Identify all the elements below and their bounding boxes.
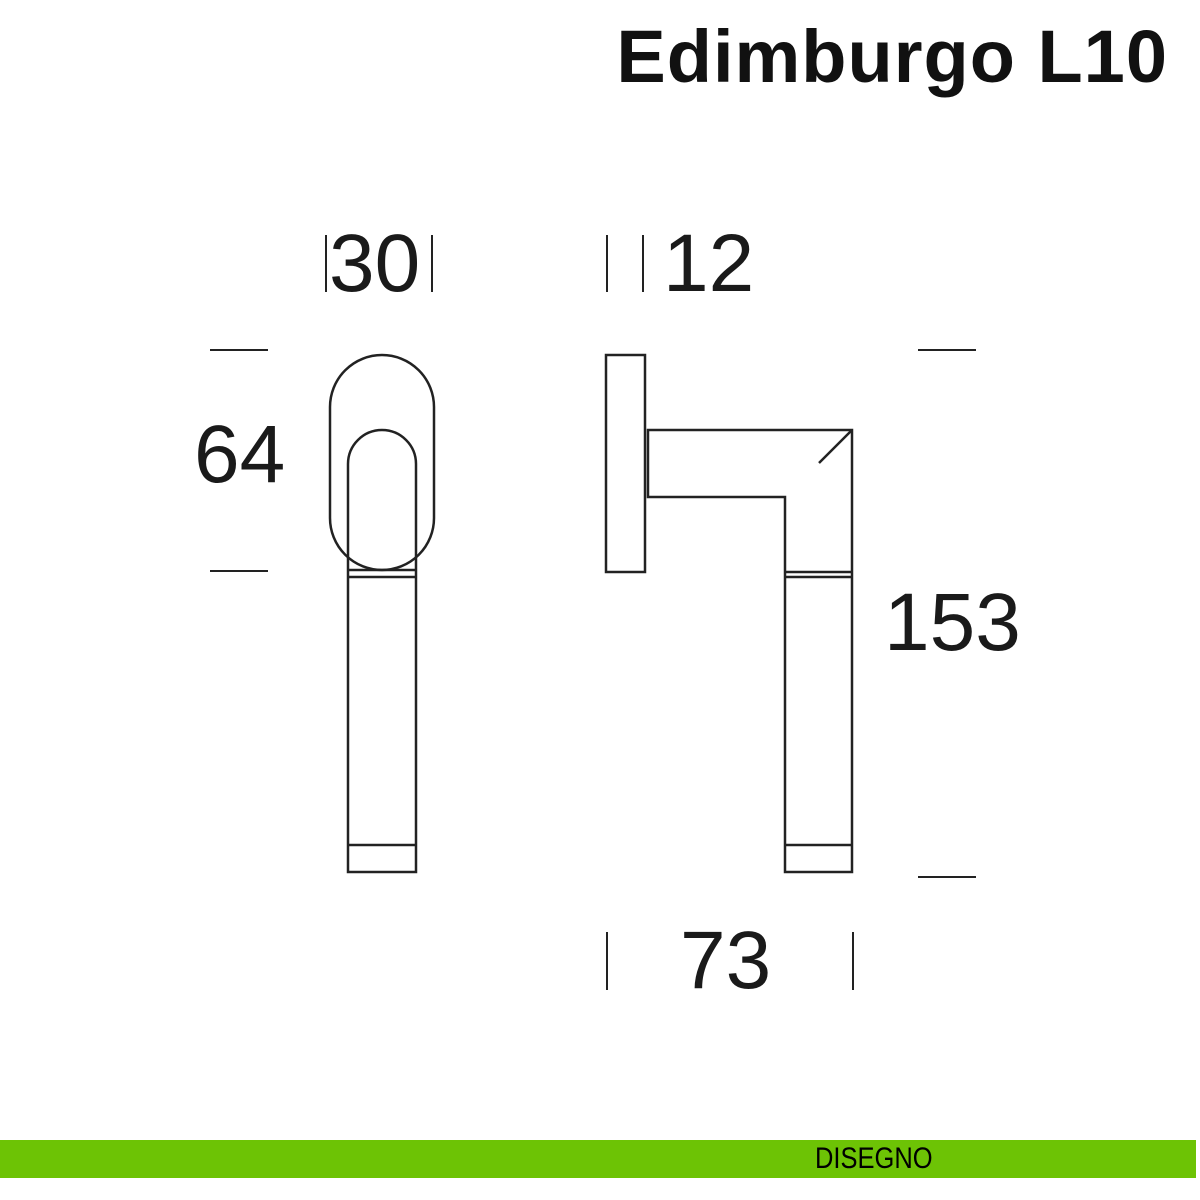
footer-label: DISEGNO [815, 1142, 933, 1175]
dim-rose-thickness: 12 [663, 218, 754, 309]
dim-rose-width: 30 [329, 218, 420, 309]
dim-lever-height: 153 [884, 577, 1021, 668]
side-lever-outline [646, 428, 854, 874]
dim-lever-projection: 73 [680, 915, 771, 1006]
footer-bar: DISEGNO [0, 1140, 1196, 1178]
dimension-ticks [210, 235, 976, 990]
side-lever-bevel [818, 429, 853, 464]
front-rose-outline [328, 353, 436, 572]
front-lever-outline [346, 428, 418, 874]
side-rose-outline [604, 353, 647, 574]
dim-rose-height: 64 [194, 409, 285, 500]
product-title: Edimburgo L10 [616, 15, 1168, 98]
